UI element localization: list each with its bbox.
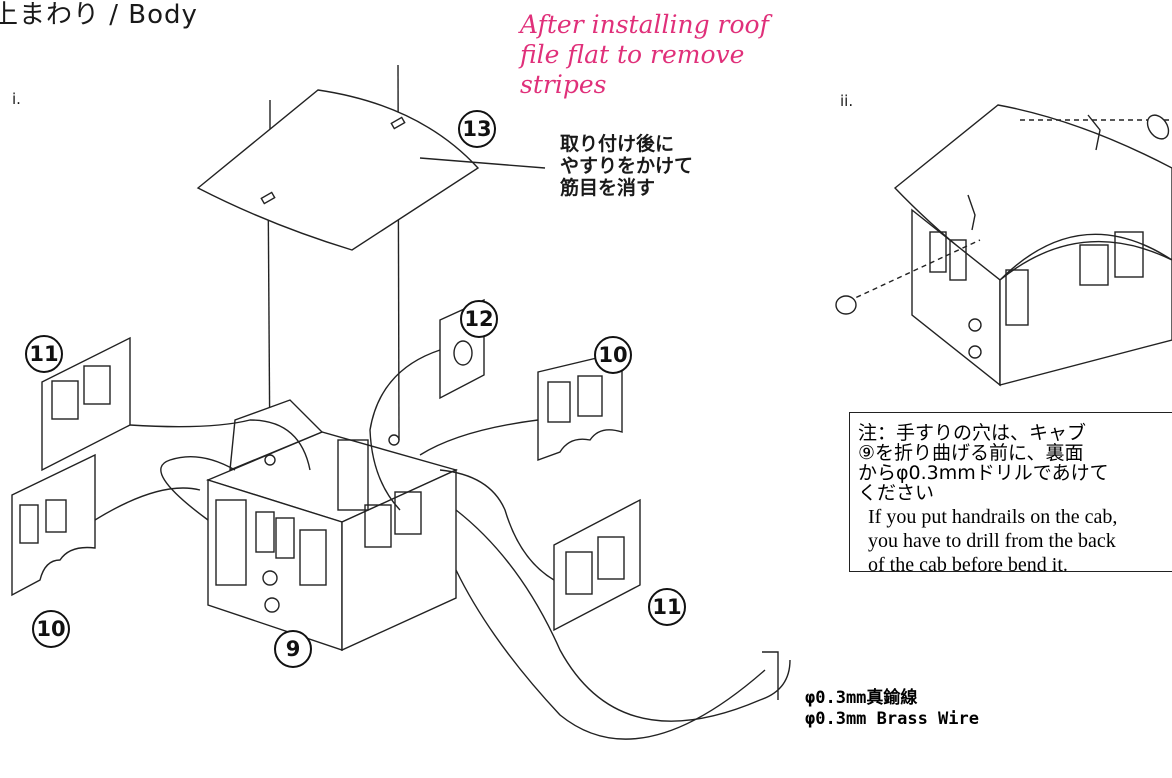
leader-line (419, 157, 546, 169)
section-title: 上まわり / Body (0, 0, 198, 30)
connector-line (129, 419, 311, 471)
hole (968, 318, 982, 332)
handrail-eye (388, 434, 400, 446)
dashed-guide (839, 239, 981, 306)
part-number-10-right: 10 (594, 336, 632, 374)
connector-line (94, 487, 201, 521)
screw-part (1146, 114, 1170, 140)
hole (453, 340, 473, 366)
window (929, 231, 947, 273)
wire-bend (762, 651, 779, 700)
part-number-11-left: 11 (25, 335, 63, 373)
step-i-label: i. (12, 90, 21, 108)
connector-line (160, 455, 236, 521)
screw-part (835, 295, 857, 315)
assembled-side (999, 240, 1172, 386)
wire-path (455, 509, 791, 722)
hole (968, 345, 982, 359)
window (83, 365, 111, 405)
window (19, 504, 39, 544)
door (215, 499, 247, 586)
window (577, 375, 603, 417)
wire-path (455, 569, 766, 740)
part-number-12: 12 (460, 300, 498, 338)
inner-panel (337, 439, 369, 511)
connector-line (439, 469, 555, 581)
caution-jp: 注：手すりの穴は、キャブ ⑨を折り曲げる前に、裏面 からφ0.3mmドリルであけ… (858, 422, 1109, 504)
window (364, 504, 392, 548)
window (1005, 269, 1029, 326)
window (565, 551, 593, 595)
caution-en: If you put handrails on the cab, you hav… (868, 506, 1118, 572)
cab-side-wall (341, 468, 457, 652)
part-10-right (537, 351, 623, 461)
hole (262, 570, 278, 586)
hole (264, 597, 280, 613)
window (949, 239, 967, 281)
window (597, 536, 625, 580)
roof-slot (390, 116, 406, 130)
window (45, 499, 67, 533)
handrail-eye (967, 194, 976, 231)
roof-slot (260, 191, 276, 205)
part-number-13: 13 (458, 110, 496, 148)
window (51, 380, 79, 420)
window (394, 491, 422, 535)
window (547, 381, 571, 423)
roof-note: 取り付け後に やすりをかけて 筋目を消す (560, 133, 694, 199)
connector-line (419, 419, 539, 456)
part-10-left (11, 453, 96, 597)
part-number-10-left: 10 (32, 610, 70, 648)
part-number-11-right: 11 (648, 588, 686, 626)
cab-back-inner (229, 399, 324, 472)
caution-box: 注：手すりの穴は、キャブ ⑨を折り曲げる前に、裏面 からφ0.3mmドリルであけ… (849, 412, 1172, 572)
window (299, 529, 327, 586)
handwritten-note: After installing roof file flat to remov… (520, 10, 769, 99)
connector-line (369, 349, 441, 511)
window (255, 511, 275, 553)
handrail-eye (264, 454, 276, 466)
wire-label-jp: φ0.3mm真鍮線 (805, 688, 918, 708)
handrail-eye (1087, 114, 1101, 151)
roof-panel (196, 89, 480, 251)
part-11-right (553, 498, 641, 632)
window (1079, 244, 1109, 286)
wire-label-en: φ0.3mm Brass Wire (805, 709, 979, 729)
window (275, 517, 295, 559)
step-ii-label: ii. (840, 92, 854, 110)
window (1114, 231, 1144, 278)
part-number-9: 9 (274, 630, 312, 668)
